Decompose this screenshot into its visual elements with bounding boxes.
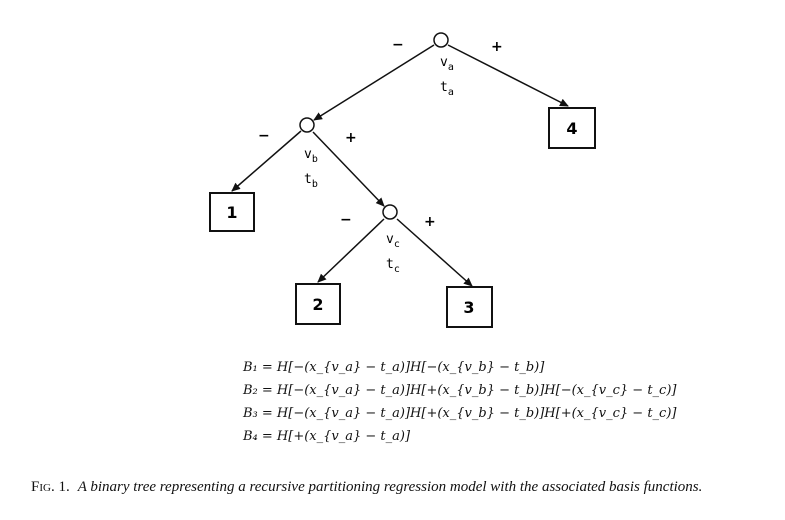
edge-a-b <box>313 44 435 121</box>
node-a <box>433 32 449 48</box>
leaf-2-label: 2 <box>312 295 323 314</box>
binary-tree-diagram: va ta vb tb vc tc − + − + − + 1 2 3 4 <box>209 32 596 328</box>
node-b <box>299 117 315 133</box>
edge-b-leaf1 <box>231 130 302 192</box>
figure-label: Fig. 1. <box>31 479 70 495</box>
node-c <box>382 204 398 220</box>
equation-b4: B₄ = H[+(x_{v_a} − t_a)] <box>243 429 411 444</box>
sign-a-plus: + <box>491 39 503 55</box>
leaf-3-label: 3 <box>463 298 474 317</box>
equation-b1: B₁ = H[−(x_{v_a} − t_a)]H[−(x_{v_b} − t_… <box>243 360 545 375</box>
leaf-2-box <box>295 283 341 325</box>
figure-caption: Fig. 1. A binary tree representing a recu… <box>31 478 771 497</box>
leaf-3-box <box>446 286 493 328</box>
edge-a-leaf4 <box>447 44 569 107</box>
equation-b3: B₃ = H[−(x_{v_a} − t_a)]H[+(x_{v_b} − t_… <box>243 406 677 421</box>
figure-caption-text: A binary tree representing a recursive p… <box>77 479 703 495</box>
sign-c-minus: − <box>340 212 352 228</box>
leaf-4-box <box>548 107 596 149</box>
sign-a-minus: − <box>392 37 404 53</box>
node-a-variable: va <box>440 55 454 73</box>
leaf-4-label: 4 <box>566 119 577 138</box>
basis-function-equations: B₁ = H[−(x_{v_a} − t_a)]H[−(x_{v_b} − t_… <box>243 360 676 452</box>
sign-b-minus: − <box>258 128 270 144</box>
leaf-1-label: 1 <box>226 203 237 222</box>
edge-c-leaf3 <box>396 218 473 287</box>
node-c-variable: vc <box>386 232 400 250</box>
edge-b-c <box>312 131 385 207</box>
node-a-threshold: ta <box>440 80 454 98</box>
edge-c-leaf2 <box>317 218 385 283</box>
node-b-threshold: tb <box>304 172 318 190</box>
equation-b2: B₂ = H[−(x_{v_a} − t_a)]H[+(x_{v_b} − t_… <box>243 383 677 398</box>
leaf-1-box <box>209 192 255 232</box>
node-b-variable: vb <box>304 147 318 165</box>
sign-c-plus: + <box>424 214 436 230</box>
node-c-threshold: tc <box>386 257 400 275</box>
sign-b-plus: + <box>345 130 357 146</box>
